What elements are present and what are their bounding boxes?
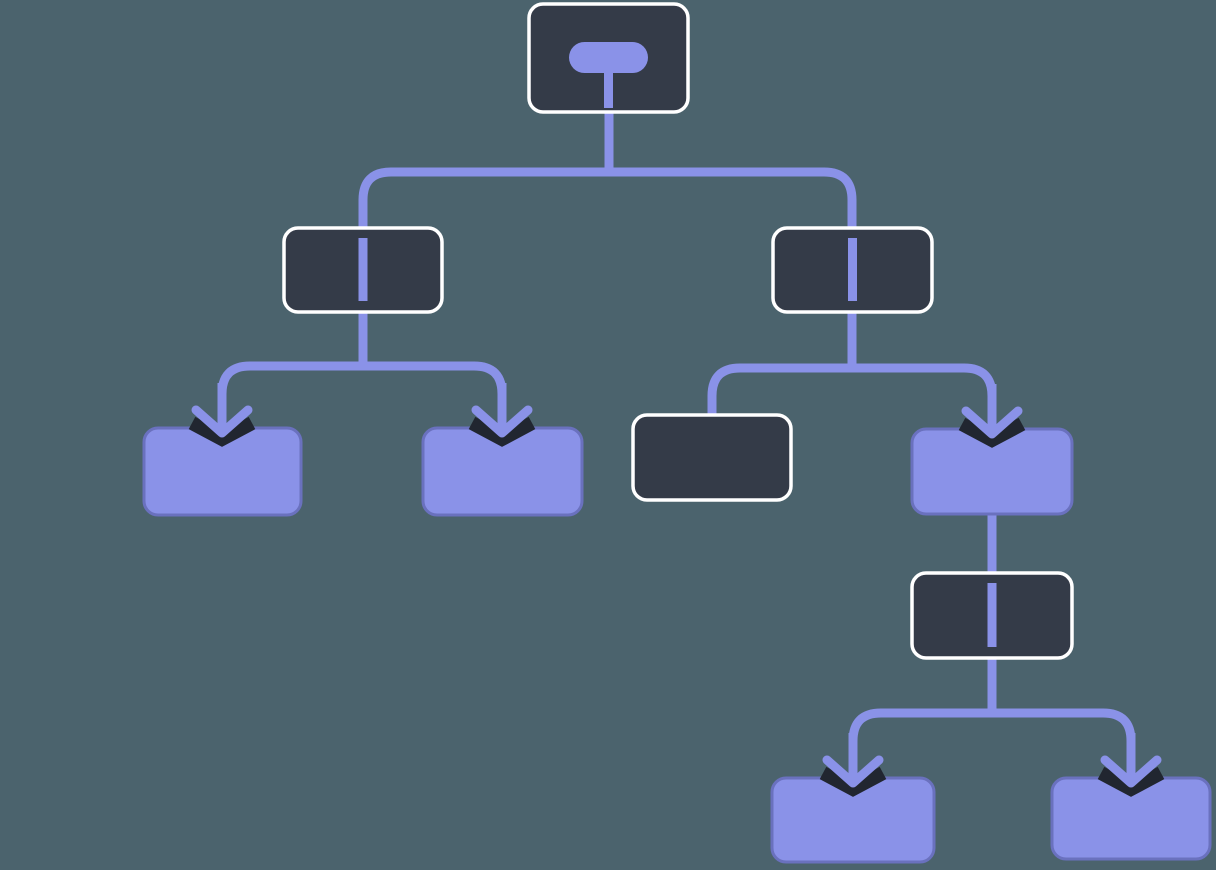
connector-branch-right-dark-leaf [707,363,852,415]
arrowheads [188,383,1165,797]
root-pill-icon [569,42,648,73]
node-branch-left[interactable] [282,226,444,314]
pill-stem-icon [604,69,613,108]
node-branch-right[interactable] [771,226,934,314]
node-mid-branch[interactable] [910,571,1074,660]
through-line-icon [987,583,997,647]
arrowhead-shadow-icon [958,417,1026,448]
arrowhead-icon [191,405,253,438]
arrowhead-icon [822,755,884,788]
node-root[interactable] [527,2,690,114]
arrowhead-shadow-icon [1097,766,1165,797]
arrowhead-shadow-icon [819,766,887,797]
node-dark-leaf[interactable] [631,413,793,502]
arrowhead-icon [1100,755,1162,788]
arrowhead-icon [471,405,533,438]
arrowhead-icon [961,406,1023,439]
arrowhead-shadow-icon [188,416,256,447]
connector-root-branch-right [609,167,857,228]
connector-root-branch-left [358,167,609,228]
arrowhead-shadow-icon [468,416,536,447]
dark-node-box[interactable] [631,413,793,502]
nodes [142,2,1212,864]
through-line-icon [848,238,857,301]
through-line-icon [358,238,368,301]
